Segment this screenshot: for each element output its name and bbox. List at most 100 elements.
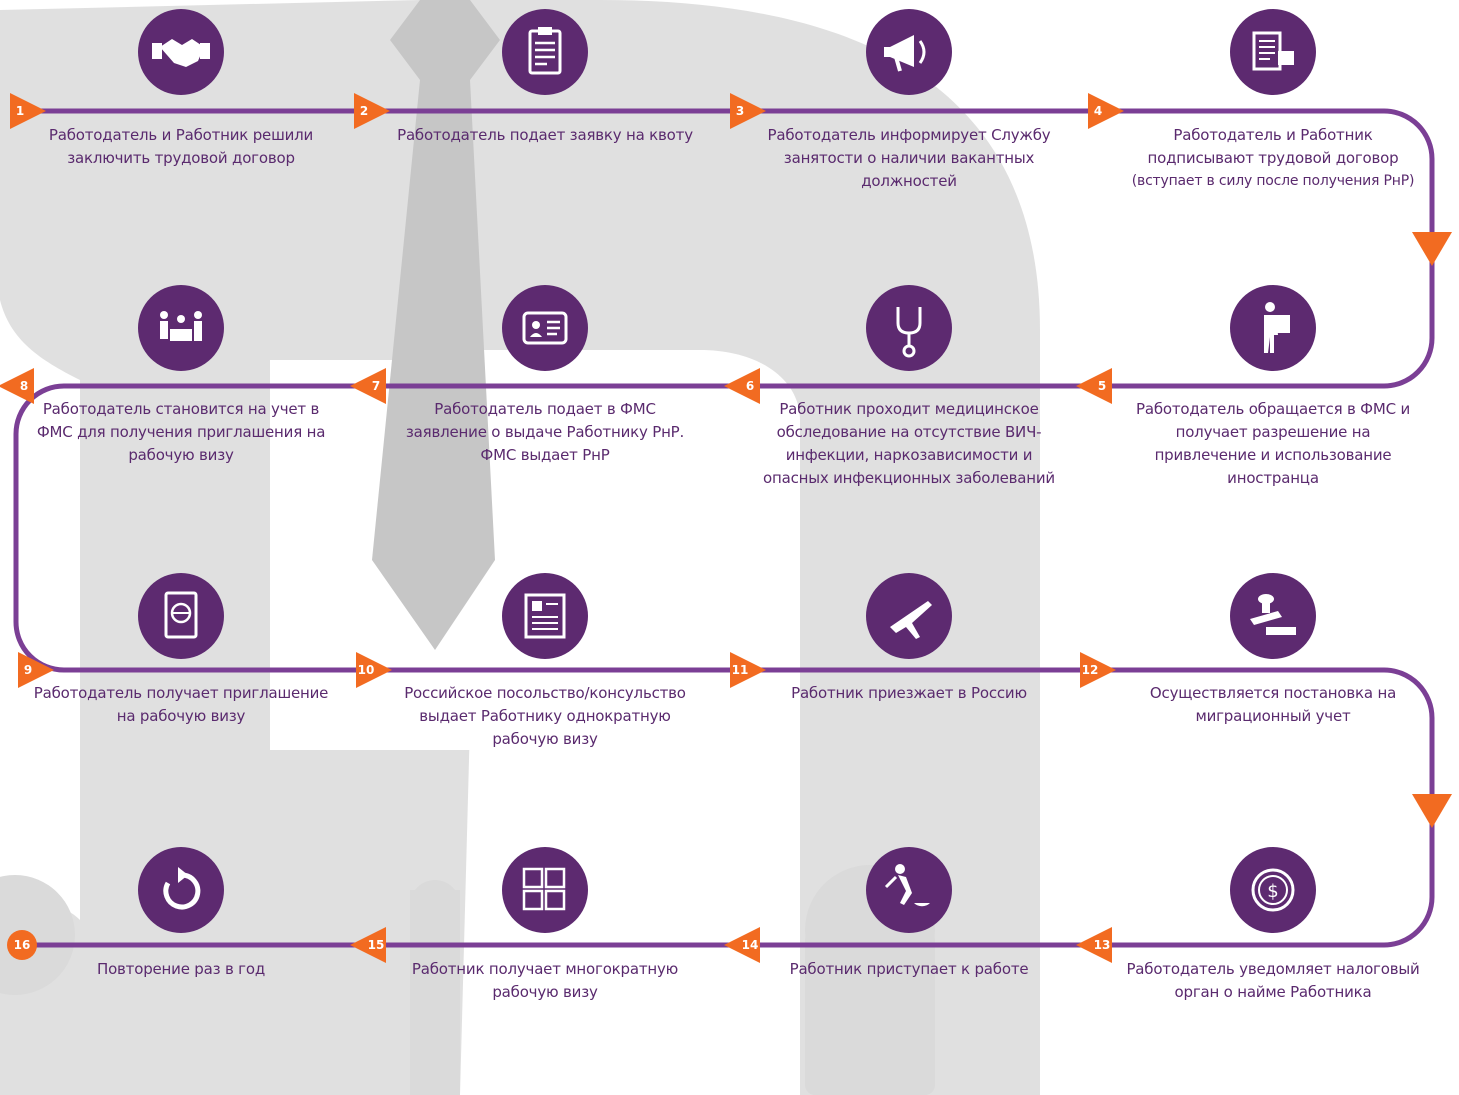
step-text: Работодатель уведомляет налоговый орган …: [1126, 960, 1420, 1001]
multi-visa-icon: [522, 867, 566, 911]
step-marker-shape: [356, 652, 392, 688]
step-marker-14: 14: [724, 927, 760, 963]
step-marker-12: 12: [1080, 652, 1116, 688]
step-text: Работодатель и Работник подписывают труд…: [1147, 126, 1399, 167]
step-4-label: Работодатель и Работник подписывают труд…: [1123, 124, 1423, 192]
step-9-icon-circle: [138, 573, 224, 659]
step-9-label: Работодатель получает приглашение на раб…: [31, 682, 331, 728]
step-marker-shape: [730, 93, 766, 129]
step-marker-shape: [730, 652, 766, 688]
step-3-icon-circle: [866, 9, 952, 95]
step-number: 4: [1094, 104, 1102, 118]
step-marker-3: 3: [730, 93, 766, 129]
background-circle-left-top: [410, 880, 460, 930]
step-marker-13: 13: [1076, 927, 1112, 963]
step-text: Работодатель и Работник решили заключить…: [48, 126, 314, 167]
step-5-icon-circle: [1230, 285, 1316, 371]
step-marker-7: 7: [350, 368, 386, 404]
step-8-icon-circle: [138, 285, 224, 371]
step-number: 3: [736, 104, 744, 118]
id-card-icon: [522, 311, 568, 345]
step-number: 14: [742, 938, 759, 952]
step-number: 13: [1094, 938, 1111, 952]
worker-icon: [884, 864, 930, 907]
step-15-label: Работник получает многократную рабочую в…: [395, 958, 695, 1004]
step-number: 15: [368, 938, 385, 952]
step-marker-shape: [0, 368, 34, 404]
step-11-icon-circle: [866, 573, 952, 659]
clipboard-icon: [528, 27, 562, 75]
step-number: 10: [358, 663, 375, 677]
step-7-icon-circle: [502, 285, 588, 371]
step-marker-16: 16: [7, 930, 37, 960]
step-note: (вступает в силу после получения РнР): [1131, 173, 1415, 189]
step-text: Работодатель подает в ФМС заявление о вы…: [405, 400, 685, 464]
step-10-icon-circle: [502, 573, 588, 659]
background-letter-shape: [0, 0, 1040, 1095]
person-document-icon: [1264, 302, 1290, 353]
repeat-icon: [163, 867, 201, 910]
step-marker-shape: [18, 652, 54, 688]
step-text: Работодатель становится на учет в ФМС дл…: [36, 400, 326, 464]
step-text: Российское посольство/консульство выдает…: [404, 684, 686, 748]
step-marker-shape: [1076, 368, 1112, 404]
step-text: Работник проходит медицинское обследован…: [763, 400, 1055, 487]
step-number: 16: [14, 938, 31, 952]
step-13-label: Работодатель уведомляет налоговый орган …: [1123, 958, 1423, 1004]
step-1-icon-circle: [138, 9, 224, 95]
step-marker-shape: [350, 927, 386, 963]
step-marker-shape: [350, 368, 386, 404]
step-number: 9: [24, 663, 32, 677]
step-14-icon-circle: [866, 847, 952, 933]
step-6-icon-circle: [866, 285, 952, 371]
background-circle-left: [0, 875, 75, 995]
step-12-icon-circle: [1230, 573, 1316, 659]
coin-icon: $: [1251, 868, 1295, 912]
step-marker-shape: [10, 93, 46, 129]
flow-line: [13, 108, 1435, 948]
step-marker-5: 5: [1076, 368, 1112, 404]
step-marker-shape: [1088, 93, 1124, 129]
step-marker-6: 6: [724, 368, 760, 404]
step-4-icon-circle: [1230, 9, 1316, 95]
step-number: 11: [732, 663, 749, 677]
airplane-icon: [890, 601, 932, 639]
step-2-label: Работодатель подает заявку на квоту: [395, 124, 695, 147]
step-3-label: Работодатель информирует Службу занятост…: [759, 124, 1059, 193]
step-marker-4: 4: [1088, 93, 1124, 129]
flow-arrow-down: [1412, 232, 1452, 266]
step-14-label: Работник приступает к работе: [759, 958, 1059, 981]
stethoscope-icon: [896, 307, 922, 358]
step-number: 6: [746, 379, 754, 393]
passport-icon: [164, 591, 198, 639]
step-text: Работодатель обращается в ФМС и получает…: [1135, 400, 1411, 487]
step-text: Повторение раз в год: [96, 960, 265, 978]
step-number: 12: [1082, 663, 1099, 677]
svg-text:$: $: [1267, 881, 1278, 902]
step-1-label: Работодатель и Работник решили заключить…: [31, 124, 331, 170]
step-marker-shape: [724, 368, 760, 404]
contract-sign-icon: [1252, 31, 1294, 71]
step-marker-2: 2: [354, 93, 390, 129]
step-2-icon-circle: [502, 9, 588, 95]
step-number: 5: [1098, 379, 1106, 393]
step-text: Осуществляется постановка на миграционны…: [1149, 684, 1397, 725]
step-text: Работодатель получает приглашение на раб…: [33, 684, 329, 725]
step-text: Работодатель подает заявку на квоту: [397, 126, 693, 144]
tie-shape: [372, 0, 500, 650]
step-marker-15: 15: [350, 927, 386, 963]
step-13-icon-circle: $: [1230, 847, 1316, 933]
step-marker-shape: [7, 930, 37, 960]
step-text: Работодатель информирует Службу занятост…: [767, 126, 1051, 190]
step-number: 7: [372, 379, 380, 393]
step-16-icon-circle: [138, 847, 224, 933]
step-12-label: Осуществляется постановка на миграционны…: [1123, 682, 1423, 728]
step-number: 8: [20, 379, 28, 393]
step-number: 1: [16, 104, 24, 118]
step-marker-8: 8: [0, 368, 34, 404]
step-marker-1: 1: [10, 93, 46, 129]
step-marker-11: 11: [730, 652, 766, 688]
step-7-label: Работодатель подает в ФМС заявление о вы…: [395, 398, 695, 467]
